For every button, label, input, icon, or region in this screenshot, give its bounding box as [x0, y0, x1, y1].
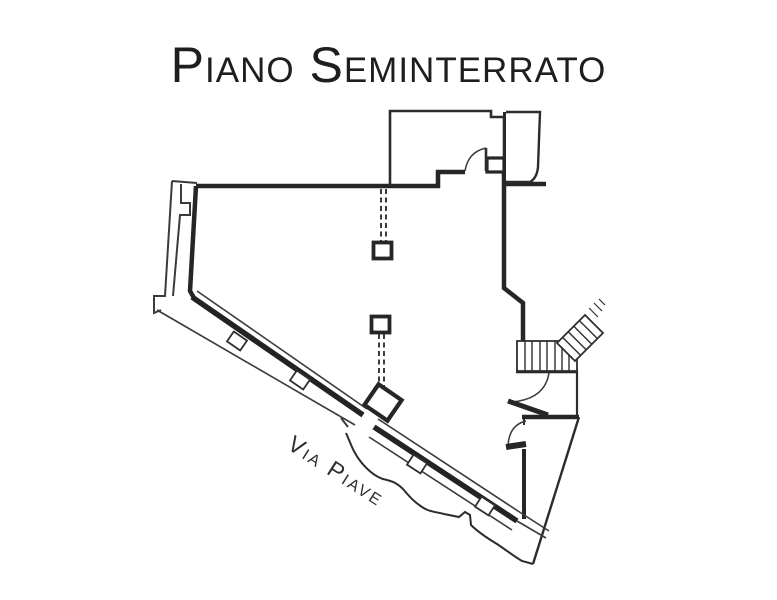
top-room: [388, 109, 506, 186]
beam-dashed-axis: [380, 189, 387, 241]
scalloped-facade: [345, 432, 534, 565]
wall-inner-face-lower: [377, 418, 522, 514]
wall-band-lower-segment: [372, 424, 519, 524]
door-leaf: [507, 398, 549, 418]
beam-axes-and-columns: [361, 189, 405, 424]
door-jamb-bar: [505, 441, 527, 450]
doorway-jamb: [340, 417, 349, 428]
right-wing-outline: [506, 110, 542, 184]
street-label: Via Piave: [283, 430, 390, 511]
outer-wall-strip: [153, 180, 198, 315]
pier: [288, 369, 312, 391]
strip-right-edge: [172, 184, 191, 297]
door-swing-arc: [507, 420, 527, 447]
stair-treads: [524, 341, 570, 371]
strip-top-edge: [171, 180, 198, 184]
column-rotated: [361, 381, 405, 424]
stair-continuation-ticks: [588, 298, 606, 318]
wall-outer-face-lower: [368, 436, 513, 531]
door-swing-arc: [511, 372, 550, 403]
right-wall: [501, 172, 526, 341]
column: [371, 240, 394, 261]
strip-left-edge: [153, 180, 173, 315]
lower-right-area: [505, 371, 581, 565]
wall-piers: [225, 330, 497, 517]
pier: [225, 330, 249, 352]
via-piave-wall: [156, 290, 550, 539]
outer-slanted-wall: [531, 416, 581, 565]
stair-treads: [562, 320, 598, 356]
pier: [405, 453, 429, 475]
top-wall: [196, 169, 465, 189]
page-title: Piano Seminterrato: [170, 37, 607, 93]
beam-dashed-axis: [378, 334, 385, 390]
wall-inner-face-upper: [196, 290, 368, 410]
wall-band-upper-segment: [190, 294, 365, 418]
wall-outer-face-upper: [156, 309, 356, 426]
wall-tail-lines: [516, 512, 550, 539]
column: [369, 314, 392, 335]
top-room-outline: [388, 109, 506, 186]
right-wing: [506, 110, 542, 184]
door-swing-arc: [464, 147, 487, 172]
left-wall: [187, 185, 199, 300]
stair-flight-box: [555, 313, 605, 363]
pier: [473, 495, 497, 517]
door-jamb-block: [485, 156, 506, 174]
scalloped-outline: [345, 432, 534, 565]
stairs-diagonal: [555, 298, 606, 363]
